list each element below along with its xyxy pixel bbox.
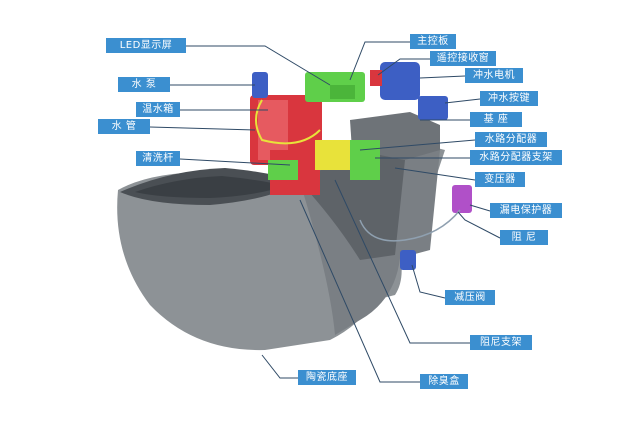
label-warm-water-tank: 温水箱: [136, 102, 180, 117]
label-pressure-valve: 减压阀: [445, 290, 495, 305]
label-water-pump: 水 泵: [118, 77, 170, 92]
label-base-seat: 基 座: [470, 112, 522, 127]
label-flush-button: 冲水按键: [480, 91, 538, 106]
label-distributor-bracket: 水路分配器支架: [470, 150, 562, 165]
label-cleaning-rod: 清洗杆: [136, 151, 180, 166]
flush-button-part: [418, 96, 448, 120]
label-ceramic-base: 陶瓷底座: [298, 370, 356, 385]
label-main-board: 主控板: [410, 34, 456, 49]
bracket-part: [350, 140, 380, 180]
cleaning-rod-part: [268, 160, 298, 180]
water-pump-part: [252, 72, 268, 98]
distributor-part: [315, 140, 355, 170]
flush-motor-part: [380, 62, 420, 100]
label-damper: 阻 尼: [500, 230, 548, 245]
pipe-yellow: [255, 99, 321, 145]
label-damper-bracket: 阻尼支架: [470, 335, 532, 350]
led-display-part: [330, 85, 355, 99]
label-deodorizer-box: 除臭盒: [420, 374, 468, 389]
pressure-valve-part: [400, 250, 416, 270]
damper-cable: [359, 209, 461, 242]
label-transformer: 变压器: [475, 172, 525, 187]
label-water-distributor: 水路分配器: [475, 132, 547, 147]
label-water-pipe: 水 管: [98, 119, 150, 134]
label-flush-motor: 冲水电机: [465, 68, 523, 83]
label-remote-window: 遥控接收窗: [430, 51, 496, 66]
bowl-inner: [135, 176, 285, 198]
label-leakage-protector: 漏电保护器: [490, 203, 562, 218]
remote-window-part: [370, 70, 382, 86]
leakage-protector-part: [452, 185, 472, 213]
label-led-display: LED显示屏: [106, 38, 186, 53]
leader-lines: [149, 41, 501, 383]
